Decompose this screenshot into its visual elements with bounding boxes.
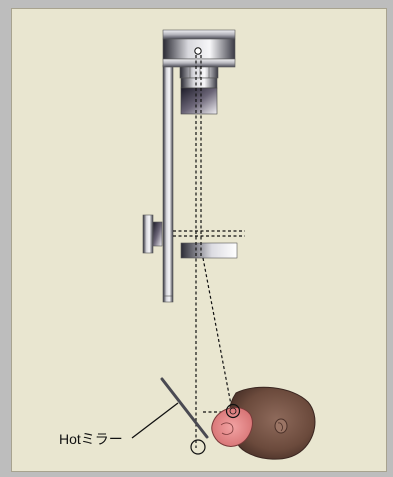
callout-leader-line	[131, 402, 179, 439]
top-target-marker	[194, 47, 202, 55]
ear	[274, 418, 288, 434]
optical-axis-to-eye	[202, 257, 233, 411]
support-pole	[162, 64, 174, 303]
hot-mirror-label: Hotミラー	[59, 431, 123, 447]
camera-unit	[180, 77, 218, 115]
plate-mirror	[180, 242, 238, 259]
optical-paths	[173, 55, 245, 448]
hot-mirror	[160, 377, 209, 439]
bottom-target-marker	[190, 439, 206, 455]
eye-target-marker	[225, 403, 241, 419]
side-clamp	[142, 214, 163, 254]
